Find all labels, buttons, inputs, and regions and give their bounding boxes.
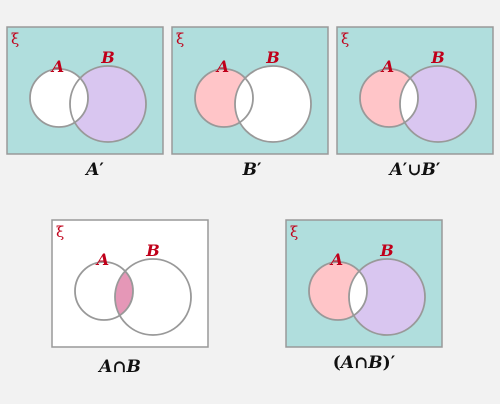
set-b-circle <box>69 65 147 143</box>
set-b-region <box>70 66 146 142</box>
universal-set-symbol: ξ <box>11 30 19 48</box>
set-b-region <box>349 259 425 335</box>
set-b-label: B <box>100 48 115 67</box>
set-b-circle <box>399 65 477 143</box>
set-a-circle <box>194 68 254 128</box>
set-a-label: A <box>329 250 343 269</box>
set-b-label: B <box>145 241 160 260</box>
set-a-circle <box>29 68 89 128</box>
diagram-caption: A′∪B′ <box>388 160 441 180</box>
set-a-circle <box>359 68 419 128</box>
set-a-circle <box>74 261 134 321</box>
set-a-label: A <box>95 250 109 269</box>
set-b-circle <box>348 258 426 336</box>
set-a-circle <box>308 261 368 321</box>
set-b-label: B <box>430 48 445 67</box>
venn-panel-a-complement: ξA B A′ <box>6 26 164 180</box>
venn-panel-complement-of-a-intersection-b: ξA B (A∩B)′ <box>285 219 443 373</box>
set-a-label: A <box>215 57 229 76</box>
set-b-label: B <box>265 48 280 67</box>
venn-panel-b-complement: ξA B B′ <box>171 26 329 180</box>
set-b-circle <box>234 65 312 143</box>
diagram-caption: (A∩B)′ <box>333 353 396 373</box>
universal-set-symbol: ξ <box>176 30 184 48</box>
set-b-circle <box>114 258 192 336</box>
diagram-caption: A∩B <box>97 357 141 377</box>
venn-panel-a-complement-union-b-complement: ξA B A′∪B′ <box>336 26 494 180</box>
universal-set-symbol: ξ <box>290 223 298 241</box>
set-a-label: A <box>380 57 394 76</box>
venn-panel-a-intersection-b: ξA B A∩B <box>51 219 209 377</box>
universal-set-symbol: ξ <box>56 223 64 241</box>
set-a-label: A <box>50 57 64 76</box>
universal-set-symbol: ξ <box>341 30 349 48</box>
diagram-caption: B′ <box>242 160 262 180</box>
set-b-label: B <box>379 241 394 260</box>
set-b-region <box>235 66 311 142</box>
diagram-caption: A′ <box>84 160 104 180</box>
set-b-region <box>115 259 191 335</box>
set-b-region <box>400 66 476 142</box>
